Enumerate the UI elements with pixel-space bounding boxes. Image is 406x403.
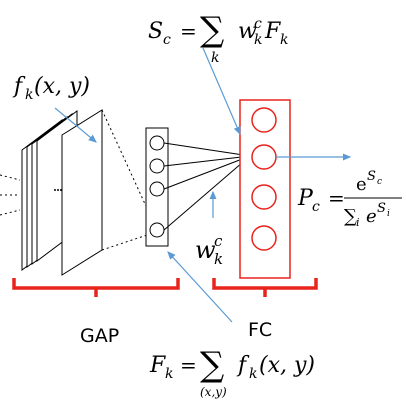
formula-wkc: w c k <box>195 232 223 268</box>
svg-text:(x,y): (x,y) <box>200 385 227 399</box>
svg-text:S: S <box>367 169 376 184</box>
fc-bracket <box>212 278 318 297</box>
gap-node-2 <box>149 158 165 174</box>
ellipsis-dots <box>54 189 62 191</box>
gap-node-3 <box>149 181 165 197</box>
svg-text:e: e <box>356 174 367 195</box>
svg-text:i: i <box>356 216 360 229</box>
svg-text:c: c <box>377 177 382 187</box>
arrow-fk-to-map <box>54 107 97 143</box>
svg-text:k: k <box>254 32 262 48</box>
svg-text:c: c <box>214 232 223 250</box>
brackets <box>12 278 318 297</box>
svg-text:F: F <box>264 19 281 44</box>
svg-text:k: k <box>211 50 219 66</box>
formula-sc: S c = ∑ k w c k F k <box>148 10 288 66</box>
svg-text:k: k <box>249 366 257 382</box>
svg-text:k: k <box>214 250 223 268</box>
fc-connections <box>163 142 251 231</box>
svg-text:c: c <box>163 32 171 48</box>
output-node-4 <box>251 225 277 251</box>
fc-label: FC <box>248 319 272 341</box>
svg-text:P: P <box>297 186 314 211</box>
output-node-2 <box>251 144 277 170</box>
formula-fk-sum: F k = ∑ (x,y) f k (x, y) <box>149 345 315 399</box>
svg-text:e: e <box>366 206 377 227</box>
output-node-3 <box>251 184 277 210</box>
svg-text:=: = <box>328 186 345 210</box>
output-node-1 <box>251 107 277 133</box>
svg-text:=: = <box>180 19 197 43</box>
arrow-sc-to-node <box>202 47 241 136</box>
input-dashes <box>0 174 21 216</box>
svg-text:c: c <box>254 16 262 32</box>
feature-map-stack <box>21 109 103 276</box>
svg-text:k: k <box>25 87 33 103</box>
svg-text:c: c <box>312 199 320 215</box>
gap-node-4 <box>149 222 165 238</box>
svg-text:(x, y): (x, y) <box>259 353 315 378</box>
svg-text:∑: ∑ <box>200 345 224 385</box>
svg-text:S: S <box>377 201 386 216</box>
svg-text:w: w <box>195 236 216 264</box>
svg-text:F: F <box>149 353 166 378</box>
formula-pc: P c = e S c ∑ i e S i <box>297 169 402 229</box>
svg-text:k: k <box>165 366 173 382</box>
annotation-arrows <box>54 47 352 323</box>
svg-text:k: k <box>280 32 288 48</box>
gap-node-1 <box>149 135 165 151</box>
svg-text:∑: ∑ <box>200 10 224 50</box>
formula-fk-xy: f k (x, y) <box>12 74 90 103</box>
output-nodes <box>251 107 277 251</box>
svg-text:(x, y): (x, y) <box>34 74 90 99</box>
arrow-fk-to-gap <box>167 251 233 323</box>
feature-map-front <box>61 109 103 276</box>
svg-text:S: S <box>148 19 163 44</box>
gap-bracket <box>12 278 180 297</box>
gap-projection-lines <box>101 109 157 251</box>
svg-text:=: = <box>180 353 197 377</box>
svg-text:f: f <box>236 353 250 378</box>
svg-text:w: w <box>238 19 257 44</box>
svg-text:f: f <box>12 74 26 99</box>
svg-text:i: i <box>387 209 390 219</box>
svg-text:∑: ∑ <box>344 206 357 227</box>
gap-label: GAP <box>80 325 119 347</box>
